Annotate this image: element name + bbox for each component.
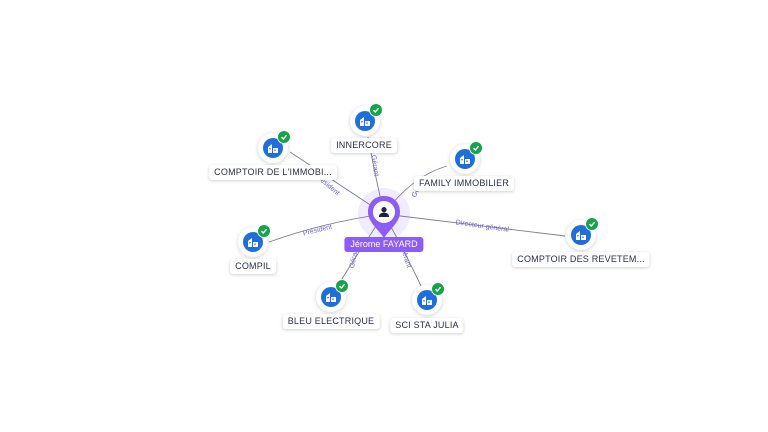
edge-role-label: Président [302, 224, 332, 238]
company-label-comptoir-revet[interactable]: COMPTOIR DES REVETEM... [512, 252, 650, 267]
verified-check-icon [435, 286, 442, 293]
verified-check-icon [281, 134, 288, 141]
company-label-bleu-elec[interactable]: BLEU ELECTRIQUE [282, 314, 380, 329]
center-person-label[interactable]: Jérome FAYARD [344, 237, 424, 252]
edge-role-label: Gérant [349, 246, 360, 268]
relationship-edge [383, 213, 566, 237]
company-node-comptoir-immo[interactable] [258, 130, 291, 163]
verified-check-icon [339, 283, 346, 290]
company-node-compil[interactable] [238, 224, 271, 257]
center-person-node[interactable] [358, 188, 410, 240]
company-label-sci-sta-julia[interactable]: SCI STA JULIA [390, 318, 464, 333]
verified-check-icon [589, 221, 596, 228]
company-label-innercore[interactable]: INNERCORE [331, 138, 397, 153]
company-label-compil[interactable]: COMPIL [230, 259, 276, 274]
company-label-family-immo[interactable]: FAMILY IMMOBILIER [413, 176, 515, 191]
verified-check-icon [373, 107, 380, 114]
company-node-innercore[interactable] [350, 103, 383, 136]
verified-check-icon [261, 228, 268, 235]
building-icon [360, 117, 370, 126]
building-icon [326, 293, 336, 302]
building-icon [460, 155, 470, 164]
building-icon [576, 231, 586, 240]
company-node-comptoir-revet[interactable] [566, 217, 599, 250]
building-icon [422, 296, 432, 305]
building-icon [268, 144, 278, 153]
edge-role-label: Directeur général [455, 219, 510, 233]
company-node-sci-sta-julia[interactable] [412, 282, 445, 315]
company-node-bleu-elec[interactable] [316, 279, 349, 312]
building-icon [248, 238, 258, 247]
edge-role-label: Gérant [370, 155, 380, 177]
verified-check-icon [473, 145, 480, 152]
person-icon [379, 207, 389, 217]
company-label-comptoir-immo[interactable]: COMPTOIR DE L'IMMOBI... [209, 165, 337, 180]
company-node-family-immo[interactable] [450, 141, 483, 174]
